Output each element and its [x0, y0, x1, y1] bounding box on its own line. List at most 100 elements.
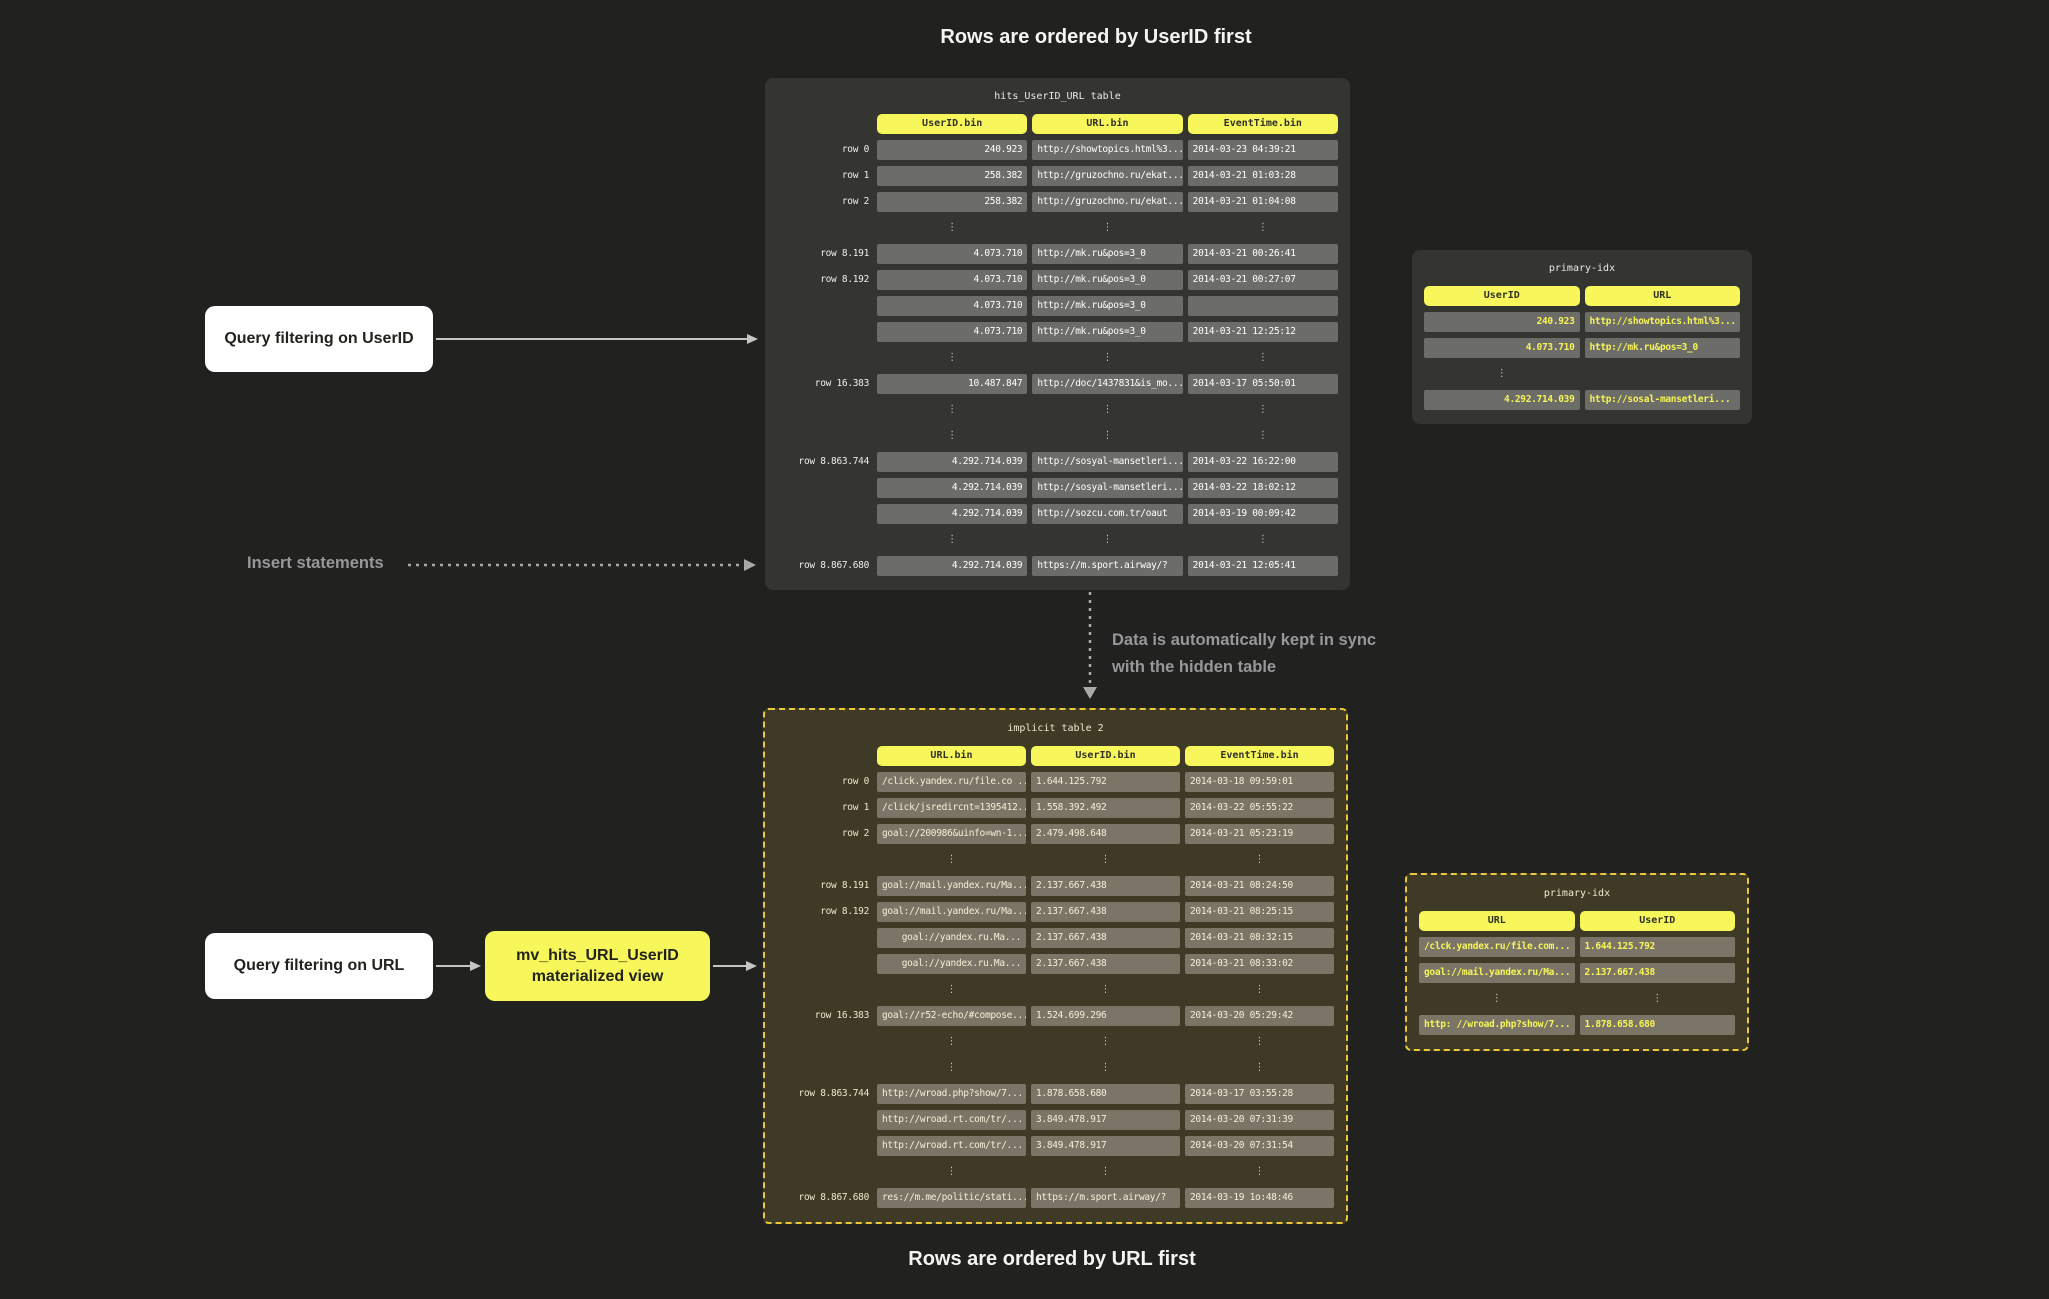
ellipsis: ⋮	[1257, 352, 1268, 363]
query-url-box: Query filtering on URL	[205, 933, 433, 999]
row-label	[777, 1110, 872, 1130]
table-cell: 4.292.714.039	[877, 504, 1028, 524]
ellipsis: ⋮	[947, 222, 958, 233]
row-label	[777, 850, 872, 870]
table-cell: 4.073.710	[877, 244, 1028, 264]
table-cell: 2014-03-21 00:27:07	[1187, 270, 1338, 290]
insert-statements-arrow	[408, 559, 756, 571]
table-cell: 4.292.714.039	[877, 556, 1028, 576]
table-cell: 10.487.847	[877, 374, 1028, 394]
ellipsis: ⋮	[1100, 1166, 1111, 1177]
ellipsis: ⋮	[947, 534, 958, 545]
table-cell: res://m.me/politic/stati...	[877, 1188, 1026, 1208]
table-cell: 2014-03-21 12:05:41	[1187, 556, 1338, 576]
ellipsis: ⋮	[1254, 1062, 1265, 1073]
column-header: EventTime.bin	[1185, 746, 1334, 766]
table-cell: 2014-03-19 00:09:42	[1187, 504, 1338, 524]
table-cell: http://showtopics.html%3...	[1584, 312, 1740, 332]
table-cell: /click.yandex.ru/file.co ...	[877, 772, 1026, 792]
table-cell: 2014-03-21 08:32:15	[1185, 928, 1334, 948]
row-label: row 8.867.680	[798, 560, 870, 571]
table-cell: http://mk.ru&pos=3_0	[1032, 296, 1183, 316]
table-cell: 2014-03-23 04:39:21	[1187, 140, 1338, 160]
sync-note-line1: Data is automatically kept in sync	[1112, 631, 1377, 649]
table-cell: 2014-03-20 07:31:39	[1185, 1110, 1334, 1130]
table-cell: http://mk.ru&pos=3_0	[1584, 338, 1740, 358]
table-cell: 2014-03-22 18:02:12	[1187, 478, 1338, 498]
table-cell: goal://yandex.ru.Ma...	[877, 954, 1026, 974]
ellipsis: ⋮	[1257, 430, 1268, 441]
table-cell: 2014-03-20 07:31:54	[1185, 1136, 1334, 1156]
table-cell: http: //wroad.php?show/7...	[1419, 1015, 1575, 1035]
table-cell: goal://r52-echo/#compose...	[877, 1006, 1026, 1026]
row-label	[777, 348, 872, 368]
table-cell: 3.849.478.917	[1031, 1110, 1180, 1130]
ellipsis: ⋮	[946, 1166, 957, 1177]
sync-arrow	[1083, 584, 1097, 699]
ellipsis: ⋮	[946, 1062, 957, 1073]
row-label: row 2	[841, 196, 869, 207]
ellipsis: ⋮	[1496, 368, 1507, 379]
table-cell: 2014-03-21 12:25:12	[1187, 322, 1338, 342]
table-cell: /click/jsredircnt=1395412...	[877, 798, 1026, 818]
table-cell: http://mk.ru&pos=3_0	[1032, 270, 1183, 290]
row-label: row 1	[841, 802, 869, 813]
column-header: URL	[1419, 911, 1575, 931]
table-cell: 2014-03-21 08:25:15	[1185, 902, 1334, 922]
table-cell: 2014-03-18 09:59:01	[1185, 772, 1334, 792]
primary-idx-top-title: primary-idx	[1548, 263, 1616, 274]
top-caption: Rows are ordered by UserID first	[940, 26, 1252, 48]
table-cell: goal://200986&uinfo=wn-1...	[877, 824, 1026, 844]
table-cell: 2014-03-21 08:33:02	[1185, 954, 1334, 974]
row-label	[777, 530, 872, 550]
column-header: URL.bin	[1032, 114, 1183, 134]
row-label-spacer	[777, 746, 872, 766]
table-cell: 2.137.667.438	[1031, 954, 1180, 974]
mv-box-line2: materialized view	[531, 968, 664, 985]
ellipsis: ⋮	[1254, 984, 1265, 995]
row-label	[777, 504, 872, 524]
ellipsis: ⋮	[1100, 1062, 1111, 1073]
table-cell: 2014-03-17 03:55:28	[1185, 1084, 1334, 1104]
ellipsis: ⋮	[1652, 993, 1663, 1004]
query-userid-arrow	[436, 334, 758, 344]
primary-idx-bottom-title: primary-idx	[1543, 888, 1611, 899]
ellipsis: ⋮	[1254, 1166, 1265, 1177]
column-header: UserID.bin	[877, 114, 1028, 134]
row-label	[777, 980, 872, 1000]
table-cell: 2014-03-21 00:26:41	[1187, 244, 1338, 264]
ellipsis: ⋮	[1100, 854, 1111, 865]
table-cell: http://showtopics.html%3...	[1032, 140, 1183, 160]
table-cell: 2014-03-21 01:03:28	[1187, 166, 1338, 186]
row-label: row 8.863.744	[798, 1088, 870, 1099]
table-cell: 240.923	[1424, 312, 1580, 332]
table-cell: http://doc/1437831&is_mo...	[1032, 374, 1183, 394]
ellipsis: ⋮	[1102, 352, 1113, 363]
row-label	[777, 478, 872, 498]
sync-note-line2: with the hidden table	[1112, 658, 1277, 676]
query-userid-label: Query filtering on UserID	[224, 330, 414, 347]
row-label	[777, 1058, 872, 1078]
mv-to-table-arrow	[713, 961, 757, 971]
ellipsis: ⋮	[1102, 430, 1113, 441]
mv-box: mv_hits_URL_UserID materialized view	[485, 931, 710, 1001]
row-label: row 8.191	[820, 880, 869, 891]
table-cell: 2.479.498.648	[1031, 824, 1180, 844]
row-label: row 8.867.680	[798, 1192, 870, 1203]
table-cell: 2.137.667.438	[1031, 902, 1180, 922]
column-header: EventTime.bin	[1187, 114, 1338, 134]
query-userid-box: Query filtering on UserID	[205, 306, 433, 372]
column-header: UserID	[1424, 286, 1580, 306]
table-cell: 3.849.478.917	[1031, 1136, 1180, 1156]
row-label	[777, 218, 872, 238]
table-cell: goal://mail.yandex.ru/Ma...	[877, 876, 1026, 896]
table-cell: 2014-03-20 05:29:42	[1185, 1006, 1334, 1026]
row-label	[777, 954, 872, 974]
row-label	[777, 322, 872, 342]
row-label	[777, 928, 872, 948]
ellipsis: ⋮	[1254, 1036, 1265, 1047]
row-label: row 16.383	[814, 1010, 870, 1021]
ellipsis: ⋮	[1491, 993, 1502, 1004]
